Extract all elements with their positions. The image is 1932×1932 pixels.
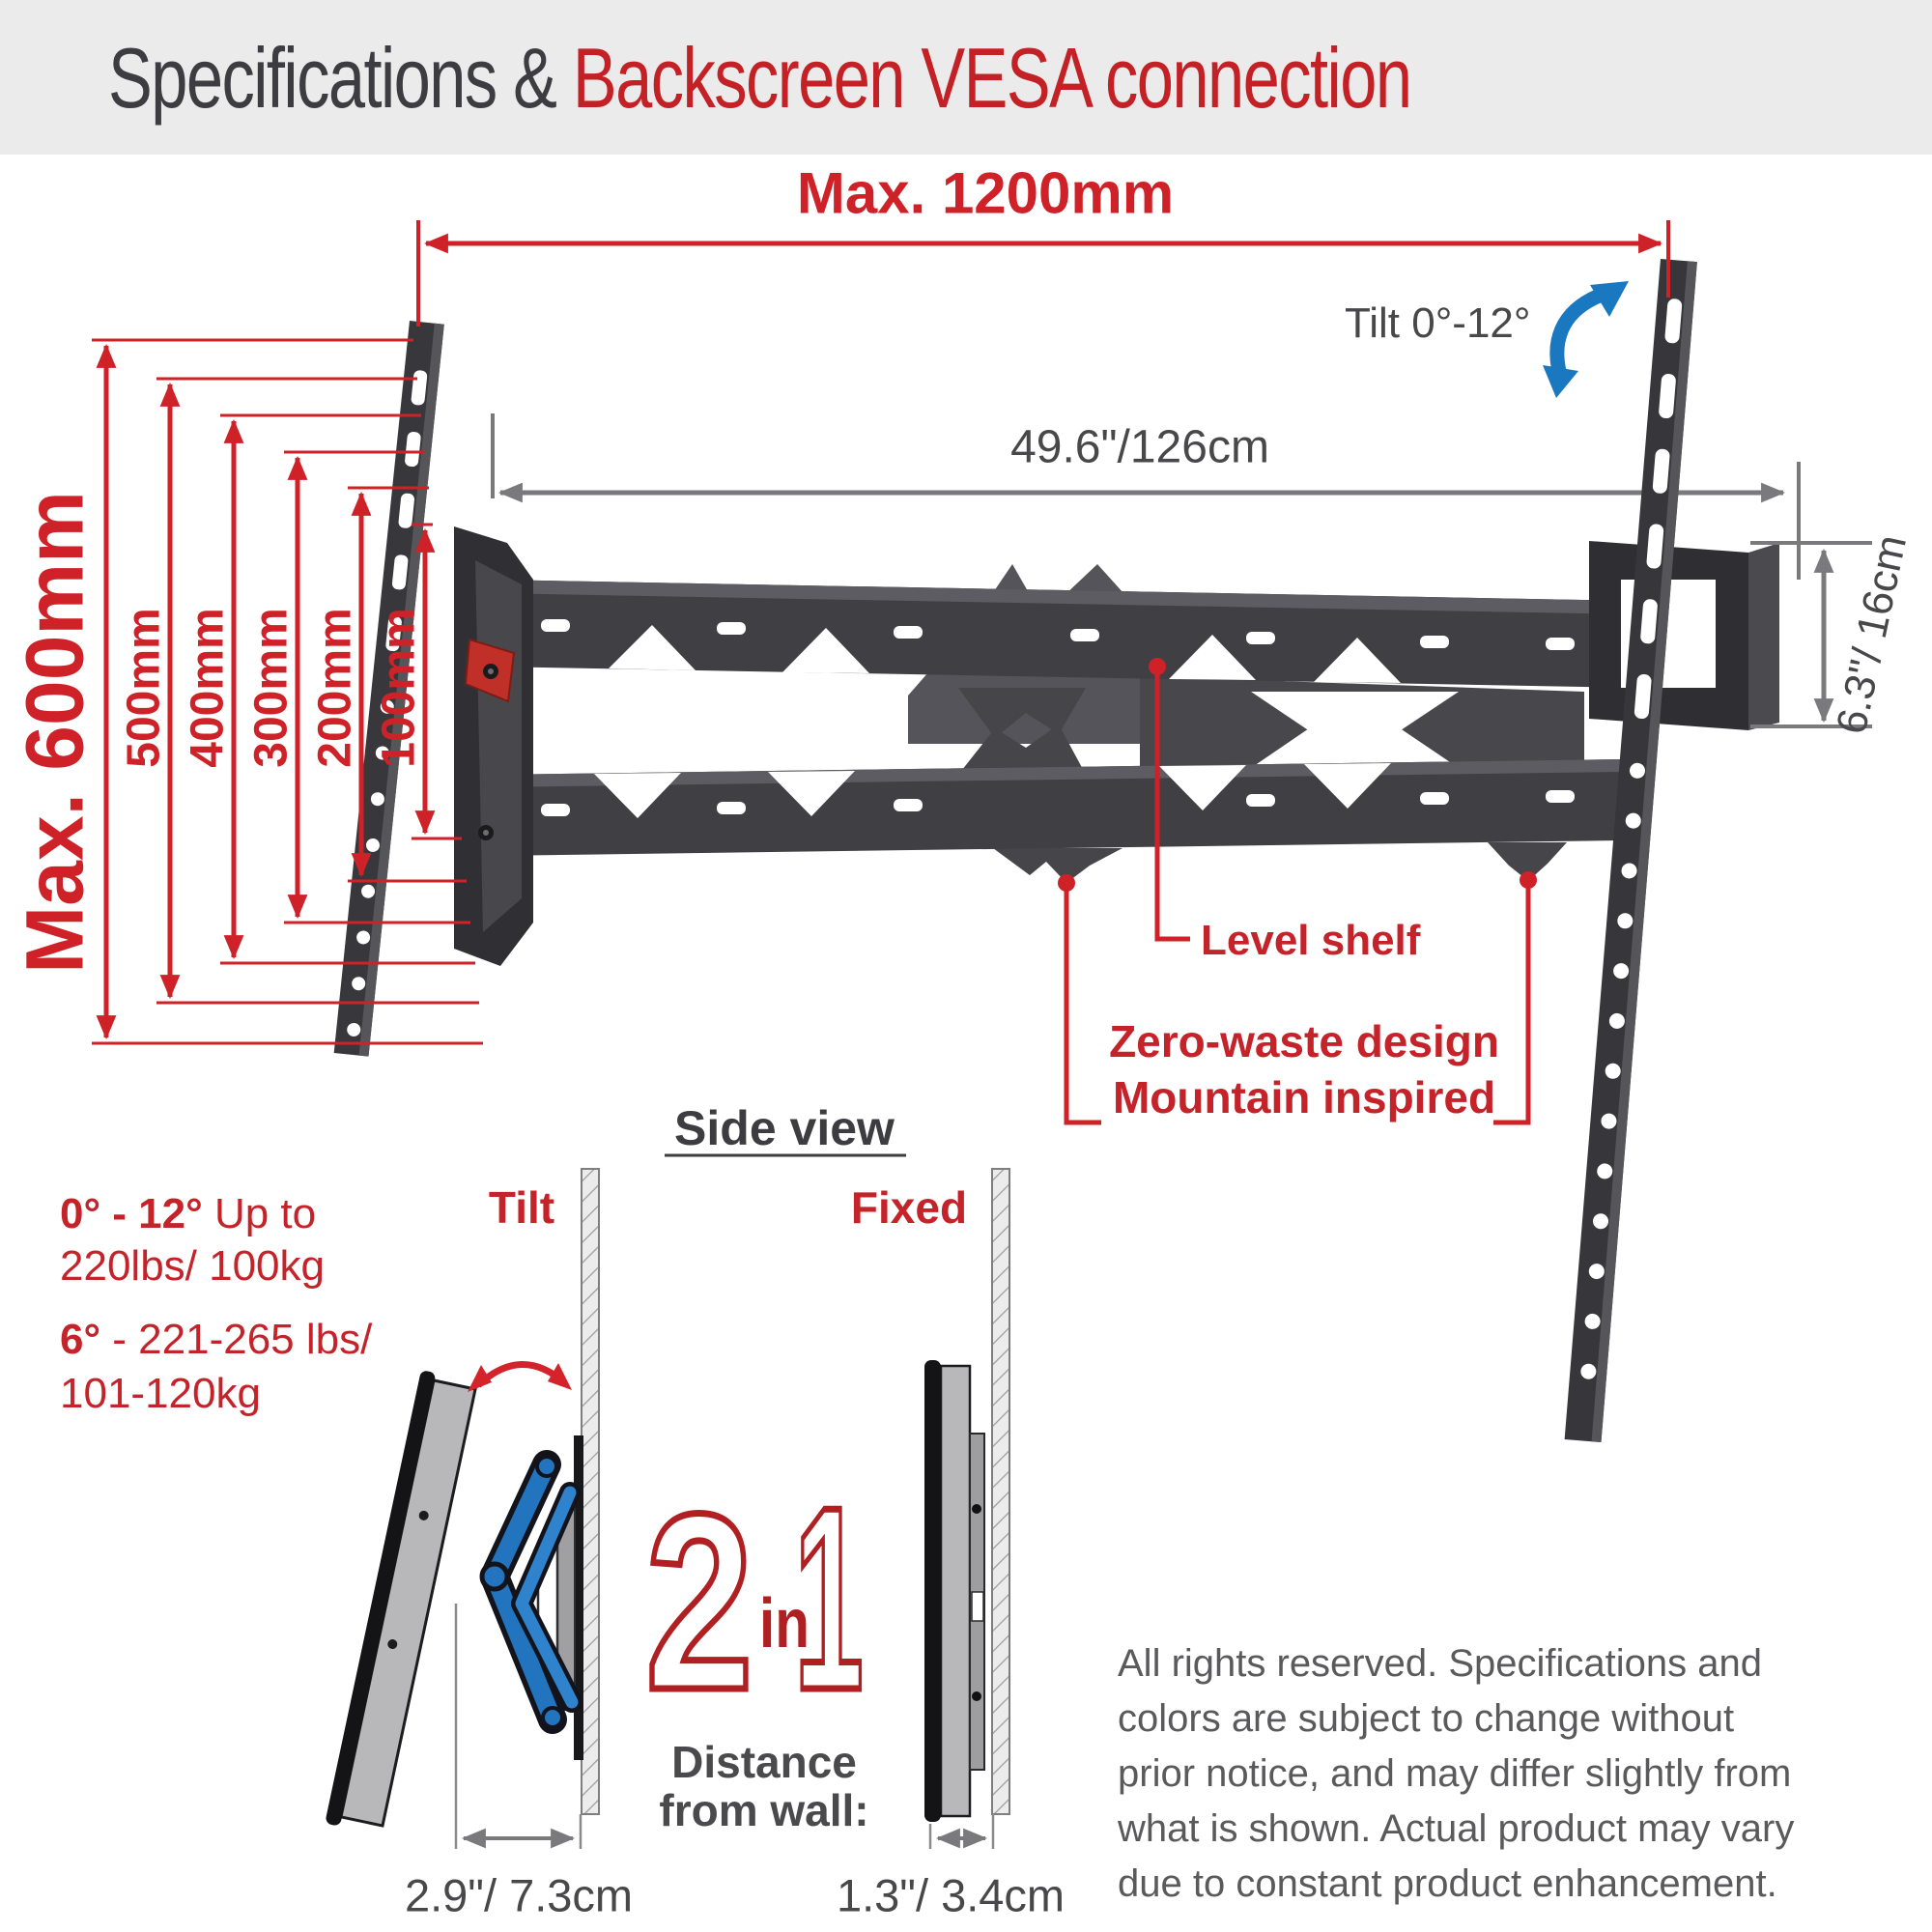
logo-one: 1 — [794, 1454, 864, 1745]
dim-max-height-label: Max. 600mm — [9, 491, 100, 974]
tilt-spec-rest: Up to — [202, 1190, 317, 1237]
callout-level-shelf: Level shelf — [1201, 917, 1421, 964]
side-view-tilt-label: Tilt — [488, 1182, 555, 1233]
tilt-bracket-blue — [479, 1450, 582, 1734]
logo-two: 2 — [645, 1463, 753, 1743]
mount-center-plate — [958, 676, 1584, 775]
fixed-spec-line2: 101-120kg — [60, 1370, 261, 1417]
disclaimer-line: All rights reserved. Specifications and — [1118, 1642, 1762, 1685]
page-title: Specifications & Backscreen VESA connect… — [108, 29, 1412, 128]
callout-zero-waste-line1: Zero-waste design — [1109, 1016, 1499, 1066]
mount-top-arm — [491, 580, 1637, 688]
dim-max-width-label: Max. 1200mm — [796, 160, 1175, 226]
vesa-dim-label-100: 100mm — [373, 608, 425, 768]
dim-vesa-lines — [92, 338, 483, 1045]
two-in-one-logo: 2 in 1 — [642, 1451, 867, 1748]
distance-dim-lines — [454, 1604, 995, 1849]
tilt-distance-label: 2.9"/ 7.3cm — [404, 1869, 634, 1921]
distance-from-wall-line2: from wall: — [659, 1785, 869, 1835]
tilt-range-label: Tilt 0°-12° — [1345, 299, 1531, 347]
tilt-spec-bold: 0° - 12° — [60, 1190, 203, 1237]
dim-plate-height-lines — [1750, 541, 1872, 728]
fixed-panel — [939, 1364, 972, 1818]
callout-zero-waste-line2: Mountain inspired — [1112, 1072, 1496, 1122]
header-band — [0, 0, 1932, 155]
tilt-spec-line1: 0° - 12° Up to — [60, 1190, 316, 1238]
tilt-wall-rail — [574, 1435, 583, 1760]
title-dark: Specifications & — [108, 30, 573, 126]
callout-leaders — [1058, 658, 1537, 1125]
vesa-dim-label-400: 400mm — [182, 608, 234, 768]
mount-bottom-arm — [491, 759, 1623, 856]
fixed-spec-bold: 6° — [60, 1316, 101, 1363]
side-view-fixed-label: Fixed — [850, 1182, 968, 1233]
fixed-wall — [991, 1168, 1010, 1815]
distance-from-wall-line1: Distance — [671, 1737, 857, 1787]
tilt-panel — [326, 1371, 477, 1828]
vesa-dim-label-300: 300mm — [245, 608, 298, 768]
disclaimer-line: colors are subject to change without — [1118, 1697, 1735, 1740]
mount-mountain-tips — [993, 842, 1567, 883]
tilt-wall — [581, 1168, 600, 1815]
tilt-spec-line2: 220lbs/ 100kg — [60, 1242, 325, 1290]
tilt-arrow-icon — [1543, 281, 1629, 398]
dim-screen-width-label: 49.6"/126cm — [1010, 421, 1269, 473]
vesa-dim-label-500: 500mm — [118, 608, 170, 768]
title-highlight: Backscreen VESA connection — [572, 30, 1412, 126]
fixed-spec-rest: - 221-265 lbs/ — [100, 1316, 373, 1363]
disclaimer-line: what is shown. Actual product may vary — [1118, 1807, 1795, 1850]
fixed-spec-line1: 6° - 221-265 lbs/ — [60, 1316, 372, 1364]
tilt-illustration — [326, 1361, 583, 1828]
fixed-distance-label: 1.3"/ 3.4cm — [836, 1869, 1065, 1921]
mount-wall-plate — [1589, 541, 1779, 730]
logo-in: in — [759, 1585, 810, 1662]
dim-max-width-lines — [416, 220, 1670, 327]
disclaimer-line: due to constant product enhancement. — [1118, 1862, 1777, 1905]
mount-right-rail — [1564, 259, 1697, 1443]
dim-screen-width-lines — [491, 413, 1801, 580]
side-view-title: Side view — [674, 1101, 895, 1155]
tilt-arc-arrow-icon — [468, 1361, 572, 1392]
vesa-dim-label-200: 200mm — [309, 608, 361, 768]
mount-vesa-bracket — [454, 526, 533, 966]
disclaimer-line: prior notice, and may differ slightly fr… — [1118, 1752, 1792, 1795]
fixed-illustration — [924, 1360, 985, 1822]
disclaimer-text: All rights reserved. Specifications and … — [1118, 1636, 1929, 1912]
